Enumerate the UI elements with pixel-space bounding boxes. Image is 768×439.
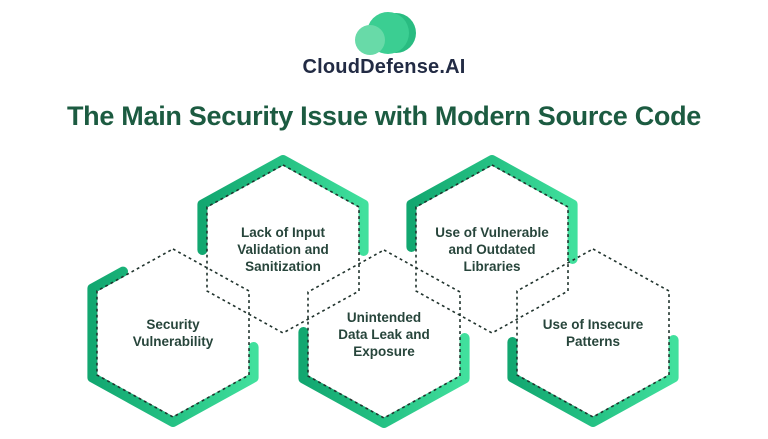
hexagon-security-vulnerability: Security Vulnerability (85, 237, 261, 429)
infographic-title: The Main Security Issue with Modern Sour… (66, 101, 702, 131)
hexagon-label: Unintended Data Leak and Exposure (338, 309, 430, 359)
hexagon-accent-band (197, 155, 369, 256)
hexagon-shape (87, 248, 259, 427)
cloud-logo-icon (355, 12, 416, 55)
hexagon-dashed-outline (307, 249, 461, 419)
hexagon-shape (197, 155, 369, 334)
hexagon-accent-band (87, 266, 259, 427)
hexagon-lack-of-input-validation: Lack of Input Validation and Sanitizatio… (195, 153, 371, 345)
hexagon-dashed-outline (96, 248, 250, 418)
hexagon-accent-band (406, 155, 578, 264)
hexagon-label: Lack of Input Validation and Sanitizatio… (237, 224, 329, 274)
hexagon-accent-band (298, 327, 470, 428)
logo-brand-text: CloudDefense.AI (302, 56, 466, 78)
hexagon-use-of-insecure-patterns: Use of Insecure Patterns (505, 237, 681, 429)
hexagon-shape (507, 248, 679, 427)
hexagon-dashed-outline (206, 164, 360, 334)
hexagon-unintended-data-leak: Unintended Data Leak and Exposure (296, 238, 472, 430)
hexagon-dashed-outline (415, 164, 569, 334)
hexagon-shape (298, 249, 470, 428)
hexagon-shape (406, 155, 578, 334)
hexagon-label: Use of Vulnerable and Outdated Libraries (435, 224, 549, 274)
hexagon-use-of-vulnerable-libraries: Use of Vulnerable and Outdated Libraries (404, 153, 580, 345)
hexagon-label: Security Vulnerability (132, 317, 214, 349)
hexagon-accent-band (507, 335, 679, 427)
hexagon-label: Use of Insecure Patterns (542, 317, 644, 349)
hexagon-dashed-outline (516, 248, 670, 418)
